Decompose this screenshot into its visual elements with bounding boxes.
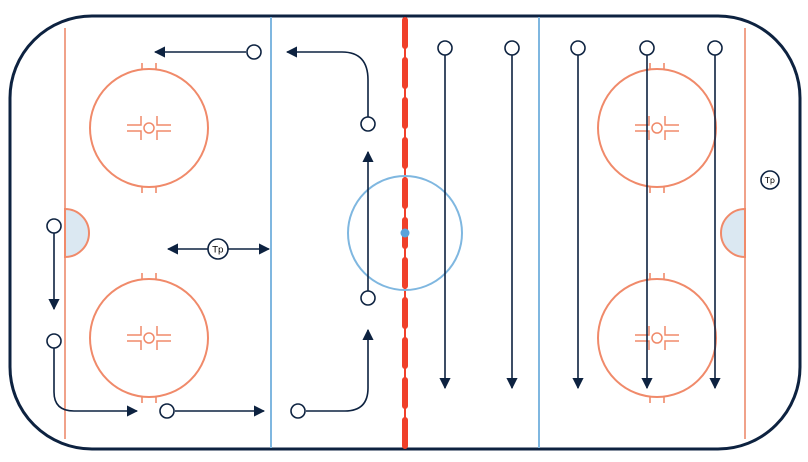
coach-marker-left: Tp [207,238,229,260]
player-marker [246,44,262,60]
player-marker [639,40,655,56]
faceoff-circle [597,68,717,188]
player-marker [437,40,453,56]
player-marker [290,403,306,419]
faceoff-l-marks [127,116,171,140]
left-goal-crease [64,207,90,259]
player-marker [159,403,175,419]
center-faceoff-dot [400,228,410,238]
drill-arrow [306,328,374,412]
player-marker [360,290,376,306]
player-marker [707,40,723,56]
faceoff-circle [597,278,717,398]
faceoff-l-marks [127,326,171,350]
faceoff-dot [651,122,663,134]
player-marker [504,40,520,56]
faceoff-dot [143,332,155,344]
faceoff-l-marks [635,116,679,140]
coach-label: Tp [211,246,223,256]
faceoff-circle [89,68,209,188]
player-marker [46,218,62,234]
right-goal-crease [720,207,746,259]
player-marker [570,40,586,56]
faceoff-dot [143,122,155,134]
drill-arrow [285,46,369,118]
coach-label: Tp [764,176,775,185]
player-marker [360,116,376,132]
drill-arrow [53,348,139,417]
faceoff-l-marks [635,326,679,350]
faceoff-circles [89,63,717,403]
coach-marker-right: Tp [760,170,780,190]
player-marker [46,333,62,349]
center-faceoff-circle [347,175,463,291]
faceoff-dot [651,332,663,344]
faceoff-circle [89,278,209,398]
